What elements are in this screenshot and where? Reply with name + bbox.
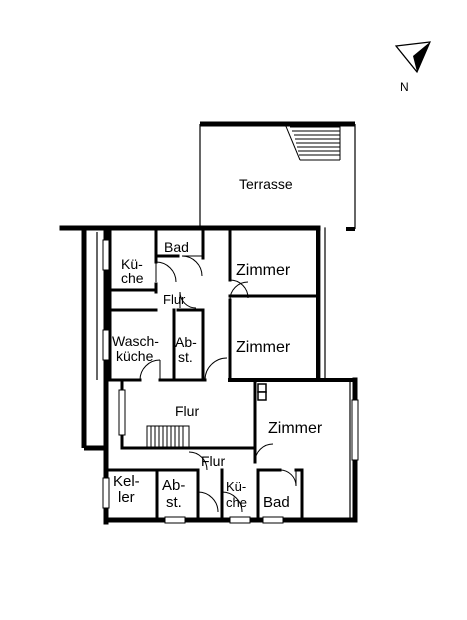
label-abst-low-1: Ab- xyxy=(162,477,185,494)
interior-walls xyxy=(104,226,320,522)
north-arrow-icon xyxy=(394,41,431,74)
door-swings xyxy=(139,255,297,513)
label-waschkueche-2: küche xyxy=(116,348,154,364)
room-labels: Terrasse Bad Kü- che Flur Zimmer Zimmer … xyxy=(112,176,323,511)
label-zimmer-1: Zimmer xyxy=(236,262,291,279)
label-keller-1: Kel- xyxy=(113,473,140,490)
left-annex xyxy=(81,228,106,451)
label-kueche-low-2: che xyxy=(226,495,247,510)
label-kueche-low-1: Kü- xyxy=(226,479,246,494)
label-zimmer-3: Zimmer xyxy=(268,420,323,437)
label-flur-small: Flur xyxy=(163,292,186,307)
compass-label: N xyxy=(400,80,409,94)
interior-stairs xyxy=(146,425,190,449)
label-bad-top: Bad xyxy=(164,239,189,255)
label-zimmer-2: Zimmer xyxy=(236,339,291,356)
label-abst-mid-1: Ab- xyxy=(175,334,197,350)
terrace-outline xyxy=(199,121,356,231)
label-terrasse: Terrasse xyxy=(239,176,293,192)
terrace-stairs xyxy=(284,123,341,161)
label-abst-mid-2: st. xyxy=(178,349,193,365)
label-abst-low-2: st. xyxy=(166,494,182,511)
label-flur-lower: Flur xyxy=(201,453,225,469)
label-keller-2: ler xyxy=(118,489,135,506)
windows xyxy=(102,239,359,524)
label-bad-low: Bad xyxy=(263,494,290,511)
label-kueche-top-2: che xyxy=(121,270,144,286)
label-kueche-top-1: Kü- xyxy=(121,256,143,272)
chimney xyxy=(257,383,267,401)
label-flur-middle: Flur xyxy=(175,403,199,419)
label-waschkueche-1: Wasch- xyxy=(112,333,159,349)
